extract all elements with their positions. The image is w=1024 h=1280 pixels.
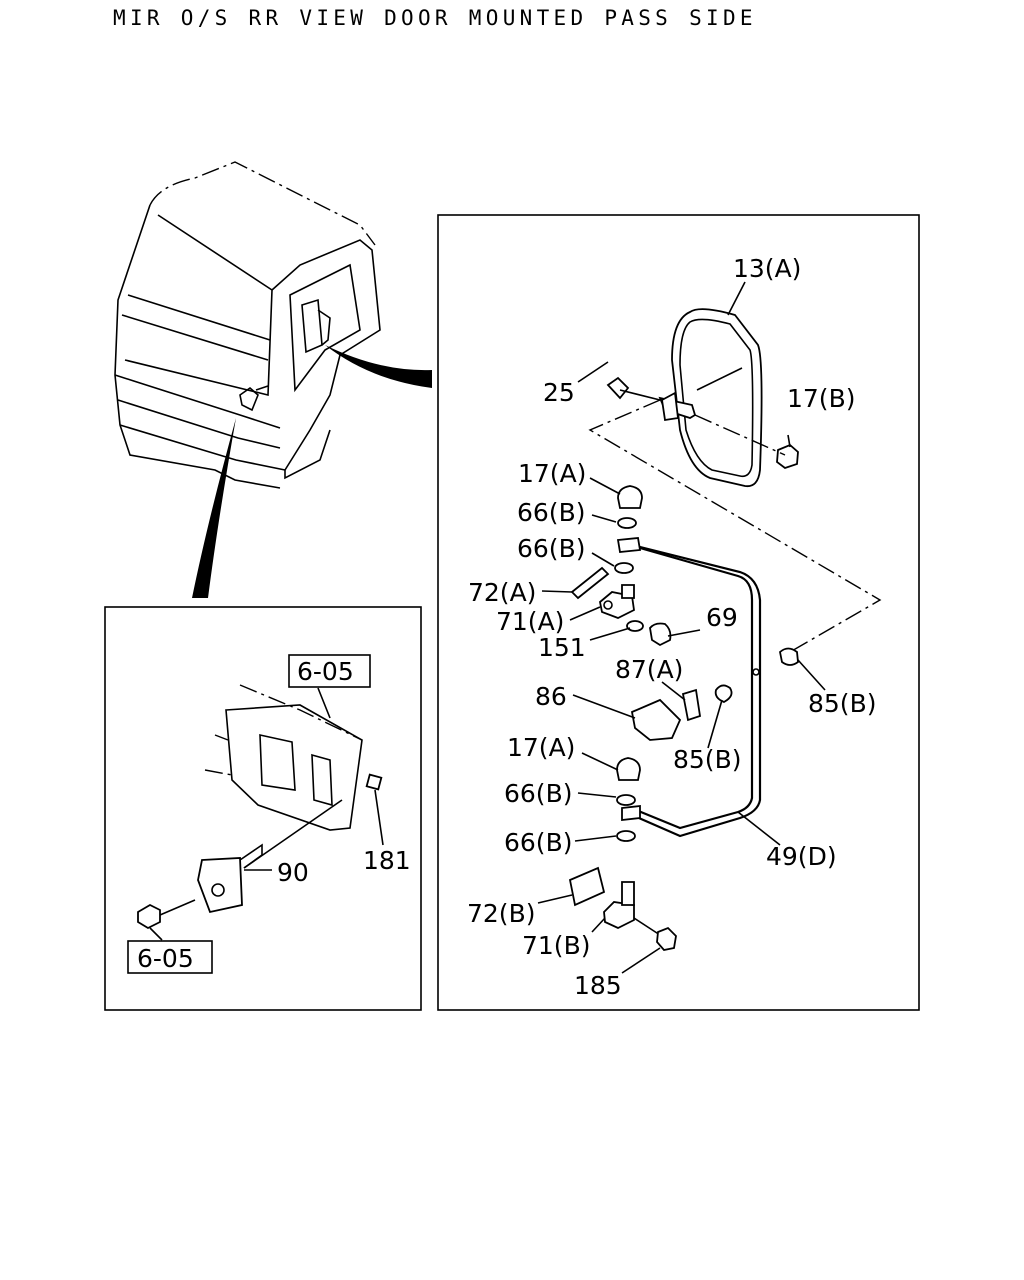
ref-box-605-upper	[288, 654, 371, 688]
ref-box-605-lower	[127, 940, 213, 974]
truck-cab-drawing	[114, 161, 432, 598]
bracket-assembly-drawing	[137, 684, 384, 941]
label-72a: 72(A)	[468, 578, 536, 607]
label-151: 151	[538, 633, 586, 662]
label-605-upper: 6-05	[297, 657, 354, 686]
label-17a-upper: 17(A)	[518, 459, 586, 488]
label-87a: 87(A)	[615, 655, 683, 684]
label-49d: 49(D)	[766, 842, 837, 871]
diagram-title: MIR O/S RR VIEW DOOR MOUNTED PASS SIDE	[113, 6, 757, 30]
label-66b-2: 66(B)	[517, 534, 585, 563]
label-13a: 13(A)	[733, 254, 801, 283]
label-90: 90	[277, 858, 309, 887]
label-17b: 17(B)	[787, 384, 855, 413]
detail-box-bracket	[104, 606, 422, 1011]
detail-box-mirror	[437, 214, 920, 1011]
label-71a: 71(A)	[496, 607, 564, 636]
mirror-assembly-drawing	[537, 281, 882, 974]
label-181: 181	[363, 846, 411, 875]
label-17a-lower: 17(A)	[507, 733, 575, 762]
label-85b-right: 85(B)	[808, 689, 876, 718]
label-71b: 71(B)	[522, 931, 590, 960]
label-185: 185	[574, 971, 622, 1000]
label-86: 86	[535, 682, 567, 711]
label-72b: 72(B)	[467, 899, 535, 928]
label-25: 25	[543, 378, 575, 407]
label-605-lower: 6-05	[137, 944, 194, 973]
label-85b-center: 85(B)	[673, 745, 741, 774]
label-66b-4: 66(B)	[504, 828, 572, 857]
label-66b-3: 66(B)	[504, 779, 572, 808]
label-66b-1: 66(B)	[517, 498, 585, 527]
label-69: 69	[706, 603, 738, 632]
